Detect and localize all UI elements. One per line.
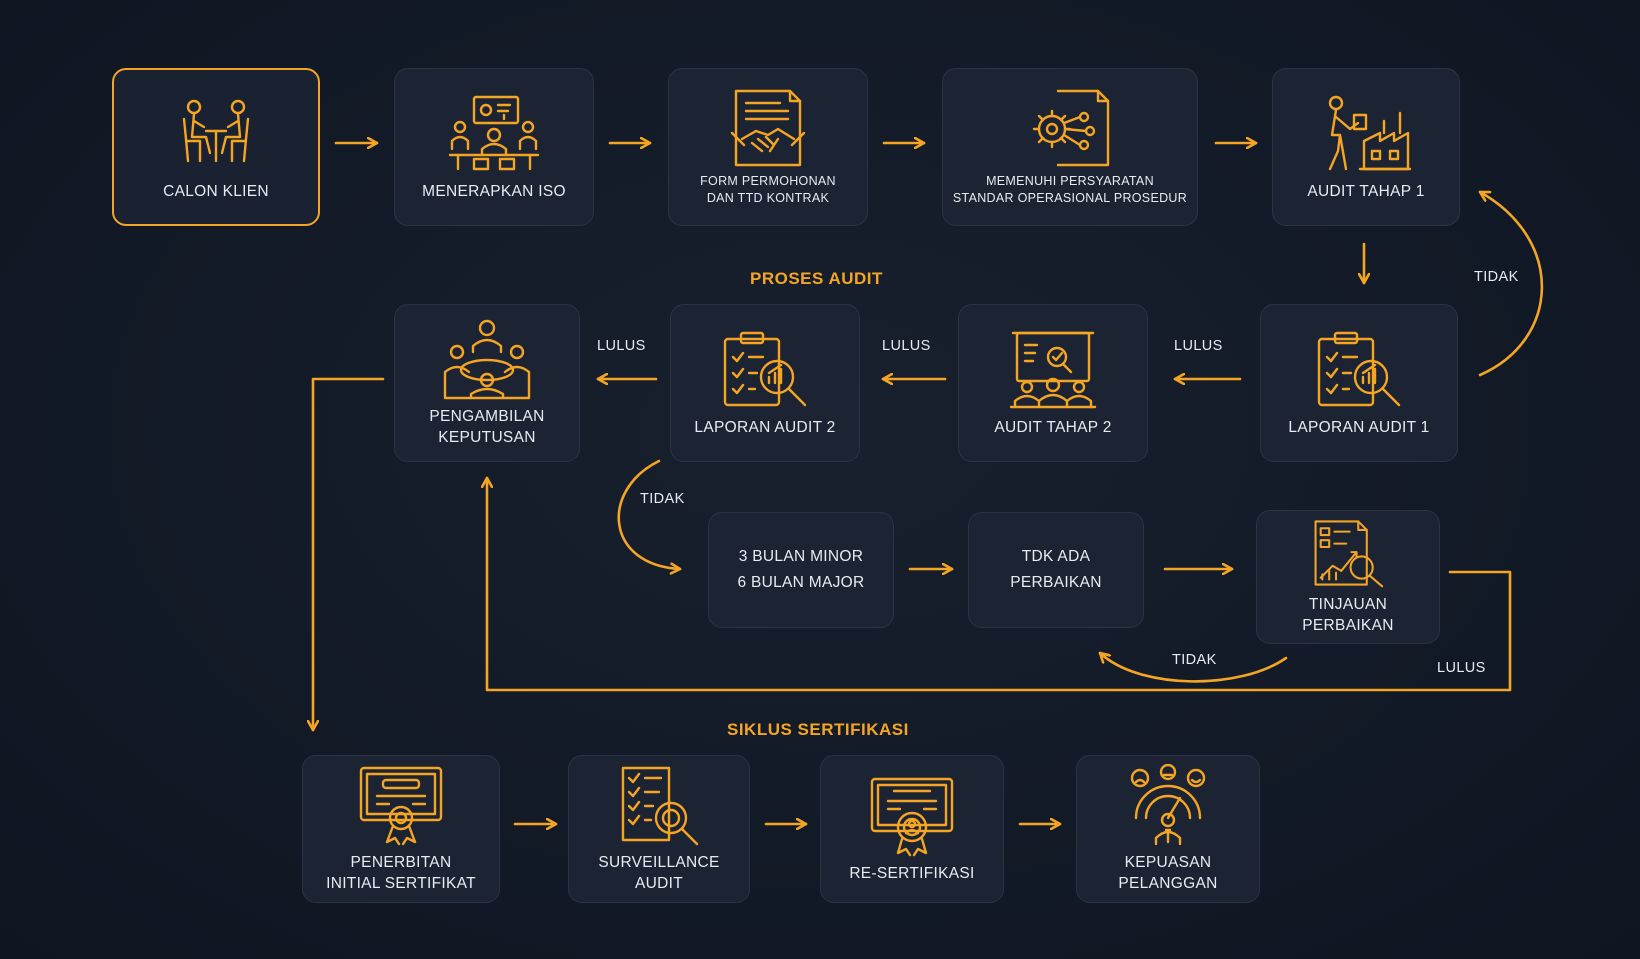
certificate-seal-icon bbox=[866, 775, 958, 857]
node-label: AUDIT TAHAP 2 bbox=[994, 418, 1112, 436]
node-label: MENERAPKAN ISO bbox=[422, 182, 566, 200]
team-presentation-icon bbox=[448, 93, 540, 175]
arrow-tinjauan-tidak-tdkada bbox=[1098, 651, 1288, 683]
node-penerbitan-sertifikat: PENERBITAN INITIAL SERTIFIKAT bbox=[302, 755, 500, 903]
edge-label-lulus: LULUS bbox=[1437, 660, 1486, 676]
node-label: KEPUASAN PELANGGAN bbox=[1118, 854, 1218, 892]
arrow-laporan2-tidak-bulan bbox=[617, 459, 682, 569]
section-title-siklus-sertifikasi: SIKLUS SERTIFIKASI bbox=[727, 720, 909, 739]
gear-document-icon bbox=[1024, 87, 1116, 169]
certificate-icon bbox=[355, 764, 447, 846]
node-surveillance-audit: SURVEILLANCE AUDIT bbox=[568, 755, 750, 903]
checklist-magnifier-icon bbox=[613, 764, 705, 846]
node-laporan-audit-1: LAPORAN AUDIT 1 bbox=[1260, 304, 1458, 462]
node-kepuasan-pelanggan: KEPUASAN PELANGGAN bbox=[1076, 755, 1260, 903]
node-label: 3 BULAN MINOR 6 BULAN MAJOR bbox=[737, 548, 865, 591]
node-label: PENGAMBILAN KEPUTUSAN bbox=[429, 408, 545, 446]
node-label: TINJAUAN PERBAIKAN bbox=[1302, 596, 1394, 634]
node-label: LAPORAN AUDIT 2 bbox=[694, 418, 836, 436]
node-label: MEMENUHI PERSYARATAN STANDAR OPERASIONAL… bbox=[952, 174, 1188, 205]
clipboard-magnifier-icon bbox=[719, 329, 811, 411]
arrow-tinjauan-lulus-pengambilan bbox=[487, 476, 1512, 692]
node-pengambilan-keputusan: PENGAMBILAN KEPUTUSAN bbox=[394, 304, 580, 462]
edge-label-lulus: LULUS bbox=[1174, 338, 1223, 354]
node-audit-tahap-2: AUDIT TAHAP 2 bbox=[958, 304, 1148, 462]
edge-label-tidak: TIDAK bbox=[640, 491, 685, 507]
node-memenuhi-persyaratan: MEMENUHI PERSYARATAN STANDAR OPERASIONAL… bbox=[942, 68, 1198, 226]
node-label: SURVEILLANCE AUDIT bbox=[598, 854, 720, 892]
arrow-pengambilan-to-penerbitan bbox=[313, 377, 385, 732]
node-menerapkan-iso: MENERAPKAN ISO bbox=[394, 68, 594, 226]
section-title-proses-audit: PROSES AUDIT bbox=[750, 269, 883, 288]
meeting-two-people-icon bbox=[170, 93, 262, 175]
edge-label-tidak: TIDAK bbox=[1172, 652, 1217, 668]
node-calon-klien: CALON KLIEN bbox=[112, 68, 320, 226]
node-form-permohonan: FORM PERMOHONAN DAN TTD KONTRAK bbox=[668, 68, 868, 226]
edge-label-lulus: LULUS bbox=[597, 338, 646, 354]
node-label: TDK ADA PERBAIKAN bbox=[1010, 548, 1102, 591]
inspector-factory-icon bbox=[1320, 93, 1412, 175]
node-tdk-ada-perbaikan: TDK ADA PERBAIKAN bbox=[968, 512, 1144, 628]
satisfaction-gauge-icon bbox=[1122, 763, 1214, 846]
report-chart-magnifier-icon bbox=[1308, 518, 1388, 588]
node-laporan-audit-2: LAPORAN AUDIT 2 bbox=[670, 304, 860, 462]
node-audit-tahap-1: AUDIT TAHAP 1 bbox=[1272, 68, 1460, 226]
node-label: PENERBITAN INITIAL SERTIFIKAT bbox=[326, 854, 476, 892]
node-label: AUDIT TAHAP 1 bbox=[1307, 182, 1425, 200]
node-tinjauan-perbaikan: TINJAUAN PERBAIKAN bbox=[1256, 510, 1440, 644]
node-label: CALON KLIEN bbox=[163, 182, 269, 200]
node-re-sertifikasi: RE-SERTIFIKASI bbox=[820, 755, 1004, 903]
node-label: LAPORAN AUDIT 1 bbox=[1288, 418, 1430, 436]
clipboard-magnifier-icon bbox=[1313, 329, 1405, 411]
edge-label-tidak: TIDAK bbox=[1474, 269, 1519, 285]
node-label: RE-SERTIFIKASI bbox=[849, 864, 975, 882]
board-presentation-icon bbox=[1007, 329, 1099, 411]
contract-handshake-icon bbox=[722, 87, 814, 169]
edge-label-lulus: LULUS bbox=[882, 338, 931, 354]
arrow-laporan1-tidak-audit1 bbox=[1478, 190, 1544, 377]
team-meeting-icon bbox=[441, 318, 533, 400]
node-bulan-minor-major: 3 BULAN MINOR 6 BULAN MAJOR bbox=[708, 512, 894, 628]
node-label: FORM PERMOHONAN DAN TTD KONTRAK bbox=[700, 174, 836, 205]
